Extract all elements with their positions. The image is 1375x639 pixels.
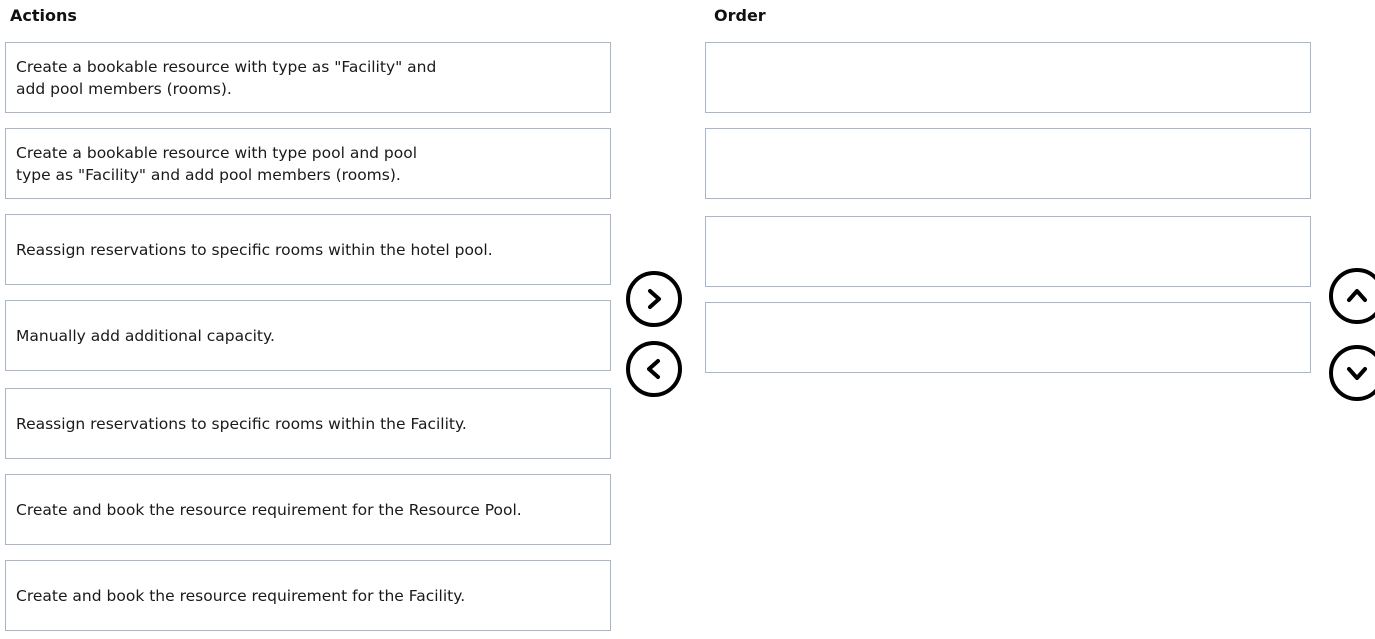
- chevron-down-icon: [1347, 367, 1367, 380]
- order-slot[interactable]: [705, 302, 1311, 373]
- move-right-button[interactable]: [626, 271, 682, 327]
- chevron-up-icon: [1347, 289, 1367, 302]
- action-item[interactable]: Create a bookable resource with type poo…: [5, 128, 611, 199]
- actions-heading: Actions: [10, 6, 77, 25]
- action-item[interactable]: Create and book the resource requirement…: [5, 474, 611, 545]
- action-item[interactable]: Create a bookable resource with type as …: [5, 42, 611, 113]
- move-up-button[interactable]: [1329, 268, 1375, 324]
- action-item[interactable]: Reassign reservations to specific rooms …: [5, 388, 611, 459]
- chevron-left-icon: [647, 359, 660, 379]
- action-text: Create a bookable resource with type poo…: [16, 143, 418, 184]
- order-slot[interactable]: [705, 128, 1311, 199]
- move-down-button[interactable]: [1329, 345, 1375, 401]
- move-left-button[interactable]: [626, 341, 682, 397]
- chevron-right-icon: [648, 289, 661, 309]
- action-text: Reassign reservations to specific rooms …: [16, 240, 493, 259]
- action-text: Manually add additional capacity.: [16, 326, 275, 345]
- action-item[interactable]: Manually add additional capacity.: [5, 300, 611, 371]
- action-text: Create a bookable resource with type as …: [16, 57, 437, 98]
- action-item[interactable]: Create and book the resource requirement…: [5, 560, 611, 631]
- order-heading: Order: [714, 6, 766, 25]
- action-text: Create and book the resource requirement…: [16, 586, 466, 605]
- order-slot[interactable]: [705, 216, 1311, 287]
- action-item[interactable]: Reassign reservations to specific rooms …: [5, 214, 611, 285]
- action-text: Reassign reservations to specific rooms …: [16, 414, 467, 433]
- order-slot[interactable]: [705, 42, 1311, 113]
- action-text: Create and book the resource requirement…: [16, 500, 522, 519]
